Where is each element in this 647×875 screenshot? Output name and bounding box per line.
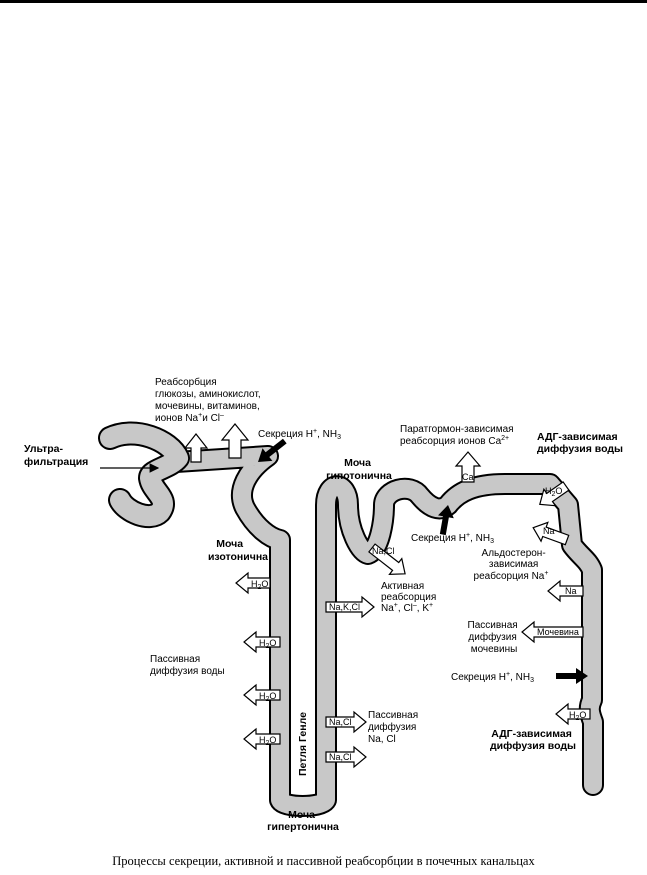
top-rule (0, 0, 647, 3)
secretion-arrow-middle (438, 505, 454, 536)
passive-urea-label: Пассивная диффузия мочевины (468, 620, 521, 655)
h2o-descending-3-label: H2O (259, 735, 276, 747)
secretion-top-label: Секреция H+, NH3 (258, 428, 341, 441)
urine-hypotonic-label: Моча гипотонична (326, 457, 392, 482)
urea-arrow (521, 620, 584, 644)
h2o-arrow-bottom-right (555, 702, 591, 726)
h2o-descending-2-label: H2O (259, 691, 276, 703)
active-reabsorption-label: Активная реабсорция Na+, Cl–, K+ (381, 581, 439, 614)
na-aldosterone-arrow (547, 579, 584, 603)
secretion-arrow-bottom (556, 668, 588, 684)
na-k-cl-arrow (325, 595, 375, 619)
ca-arrow-label: Ca (462, 472, 474, 482)
h2o-bottom-right-label: H2O (569, 710, 586, 722)
na-cl-diagonal-arrow (368, 543, 406, 575)
na-cl-thick-label: Na,Cl (372, 546, 395, 556)
h2o-arrow-collecting-top (539, 481, 570, 507)
ultrafiltration-label: Ультра- фильтрация (24, 443, 88, 468)
secretion-arrow-top (258, 438, 287, 462)
h2o-arrow-upper-left (235, 571, 271, 595)
passive-nacl-label: Пассивная диффузия Na, Cl (368, 710, 421, 745)
h2o-arrow-descending-2 (243, 683, 281, 707)
h2o-upper-left-label: H2O (251, 579, 268, 591)
parathormone-label: Паратгормон-зависимая реабсорция ионов C… (400, 424, 516, 447)
passive-water-label: Пассивная диффузия воды (150, 654, 225, 677)
adh-top-label: АДГ-зависимая диффузия воды (537, 431, 623, 455)
na-aldosterone-label: Na (565, 586, 577, 596)
adh-bottom-label: АДГ-зависимая диффузия воды (490, 728, 576, 752)
reabsorption-up-arrow-2 (220, 423, 250, 459)
ca-up-arrow (454, 451, 482, 483)
na-cl-arrow-1 (325, 710, 367, 734)
h2o-arrow-descending-1 (243, 630, 281, 654)
h2o-descending-1-label: H2O (259, 638, 276, 650)
bowman-capsule-fill (100, 423, 188, 527)
reabsorption-label: Реабсорбция глюкозы, аминокислот, мочеви… (155, 376, 263, 424)
reabsorption-up-arrow-1 (183, 433, 209, 463)
h2o-collecting-top-label: H2O (545, 486, 562, 498)
aldosterone-label: Альдостерон- зависимая реабсорция Na+ (474, 548, 549, 582)
na-k-cl-label: Na,K,Cl (329, 602, 360, 612)
na-collecting-label: Na (543, 526, 555, 536)
nephron-tubule (98, 421, 604, 817)
urea-label: Мочевина (537, 627, 579, 637)
na-cl-2-label: Na,Cl (329, 752, 352, 762)
figure-caption: Процессы секреции, активной и пассивной … (112, 854, 535, 868)
secretion-middle-label: Секреция H+, NH3 (411, 532, 494, 545)
na-cl-arrow-2 (325, 745, 367, 769)
na-cl-1-label: Na,Cl (329, 717, 352, 727)
na-arrow-collecting-diagonal (532, 521, 570, 546)
urine-hypertonic-label: Моча гипертонична (267, 809, 339, 833)
henle-loop-label: Петля Генле (297, 712, 309, 776)
urine-isotonic-label: Моча изотонична (208, 538, 268, 563)
h2o-arrow-descending-3 (243, 727, 281, 751)
secretion-bottom-label: Секреция H+, NH3 (451, 671, 534, 684)
tubule-fill (167, 447, 602, 815)
